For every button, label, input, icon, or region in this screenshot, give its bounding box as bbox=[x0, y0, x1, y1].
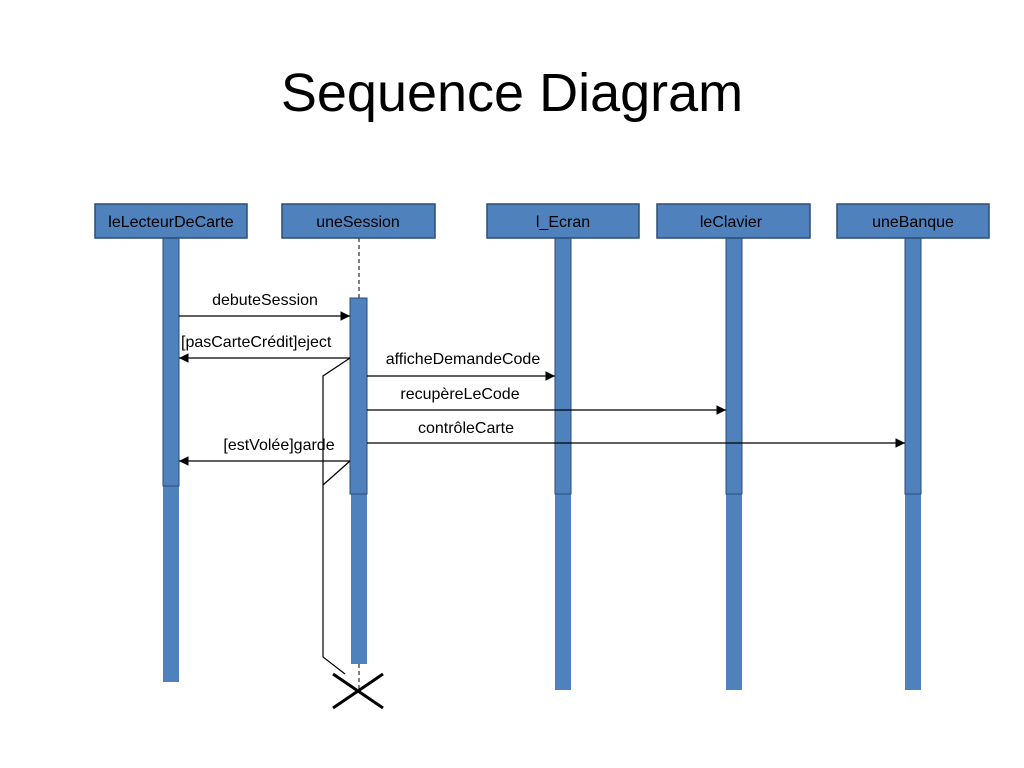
activation-l-ecran bbox=[554, 237, 572, 495]
activation-lelecteurdecarte bbox=[162, 237, 180, 487]
participant-unebanque: uneBanque bbox=[836, 203, 990, 239]
participant-unesession: uneSession bbox=[281, 203, 436, 239]
message-label: [pasCarteCrédit]eject bbox=[181, 334, 332, 351]
message-label: recupèreLeCode bbox=[400, 386, 519, 403]
activation-unebanque bbox=[904, 237, 922, 495]
lifeline-leclavier-lower bbox=[726, 494, 742, 690]
message-affichedemandecode: afficheDemandeCode bbox=[367, 351, 555, 381]
message-recuperelecode: recupèreLeCode bbox=[367, 386, 726, 415]
participant-label: uneBanque bbox=[872, 214, 954, 231]
message-controlecarte: contrôleCarte bbox=[367, 420, 905, 448]
slide-title: Sequence Diagram bbox=[280, 63, 744, 123]
participant-label: uneSession bbox=[316, 214, 400, 231]
lifeline-lelecteurdecarte-lower bbox=[163, 486, 179, 682]
message-label: afficheDemandeCode bbox=[386, 351, 541, 368]
activation-unesession bbox=[349, 297, 368, 495]
lifeline-unesession-lower bbox=[351, 494, 367, 664]
lifeline-unebanque-lower bbox=[905, 494, 921, 690]
participant-lelecteurdecarte: leLecteurDeCarte bbox=[94, 203, 248, 239]
message-label: debuteSession bbox=[212, 292, 318, 309]
participant-label: l_Ecran bbox=[536, 214, 590, 231]
message-label: [estVolée]garde bbox=[223, 437, 334, 454]
participant-label: leClavier bbox=[700, 214, 763, 231]
message-estvolee-garde: [estVolée]garde bbox=[179, 437, 350, 466]
participant-label: leLecteurDeCarte bbox=[108, 214, 234, 231]
participant-leclavier: leClavier bbox=[656, 203, 811, 239]
message-label: contrôleCarte bbox=[418, 420, 514, 437]
destroy-connector bbox=[322, 357, 351, 675]
destroy-x-icon bbox=[332, 672, 384, 710]
destroy-connector-lower bbox=[322, 460, 351, 486]
participant-l-ecran: l_Ecran bbox=[486, 203, 640, 239]
lifeline-l-ecran-lower bbox=[555, 494, 571, 690]
message-debutesession: debuteSession bbox=[179, 292, 350, 321]
message-pascartecredit-eject: [pasCarteCrédit]eject bbox=[179, 334, 350, 363]
activation-leclavier bbox=[725, 237, 743, 495]
